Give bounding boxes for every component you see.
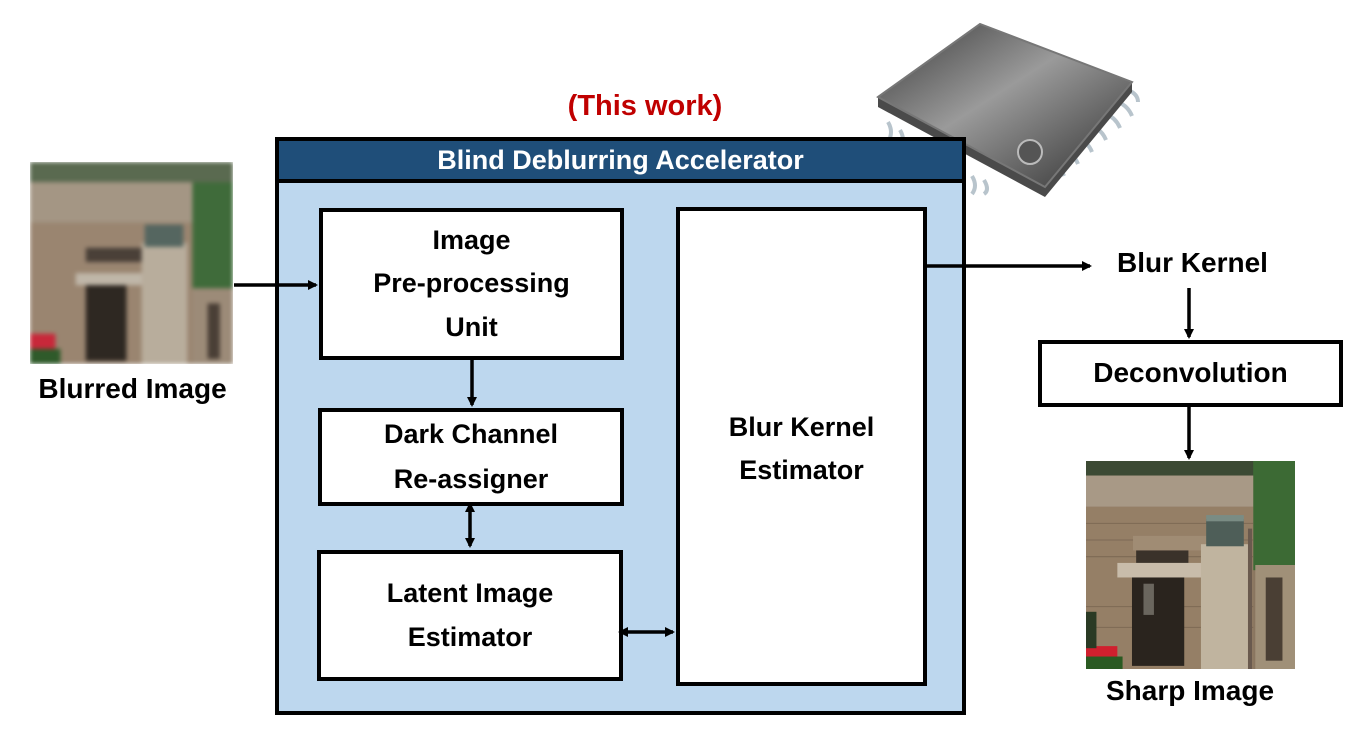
latent-image-line-1: Latent Image: [386, 578, 554, 609]
kernel-estimator-line-1: Blur Kernel: [728, 412, 875, 442]
latent-image-estimator-block: Latent Image Estimator: [317, 550, 623, 681]
sharp-image-caption: Sharp Image: [1105, 675, 1275, 706]
blur-kernel-estimator-block: Blur Kernel Estimator: [676, 207, 927, 686]
preprocessing-line-3: Unit: [445, 311, 498, 342]
dark-channel-line-1: Dark Channel: [383, 419, 559, 450]
kernel-estimator-line-2: Estimator: [739, 455, 864, 486]
dark-channel-line-2: Re-assigner: [393, 464, 549, 494]
blur-kernel-label: Blur Kernel: [1117, 247, 1268, 278]
deconvolution-label: Deconvolution: [1093, 357, 1288, 389]
sharp-image: [1086, 461, 1295, 669]
blurred-image-caption: Blurred Image: [38, 373, 227, 404]
latent-image-line-2: Estimator: [407, 621, 533, 652]
this-work-annotation: (This work): [567, 90, 723, 122]
dark-channel-reassigner-block: Dark Channel Re-assigner: [318, 408, 624, 506]
preprocessing-line-1: Image: [432, 225, 511, 256]
accelerator-header: Blind Deblurring Accelerator: [279, 141, 962, 183]
preprocessing-line-2: Pre-processing: [373, 268, 570, 299]
deconvolution-block: Deconvolution: [1038, 340, 1343, 407]
image-preprocessing-unit-block: Image Pre-processing Unit: [319, 208, 624, 360]
blurred-image: [30, 162, 233, 364]
